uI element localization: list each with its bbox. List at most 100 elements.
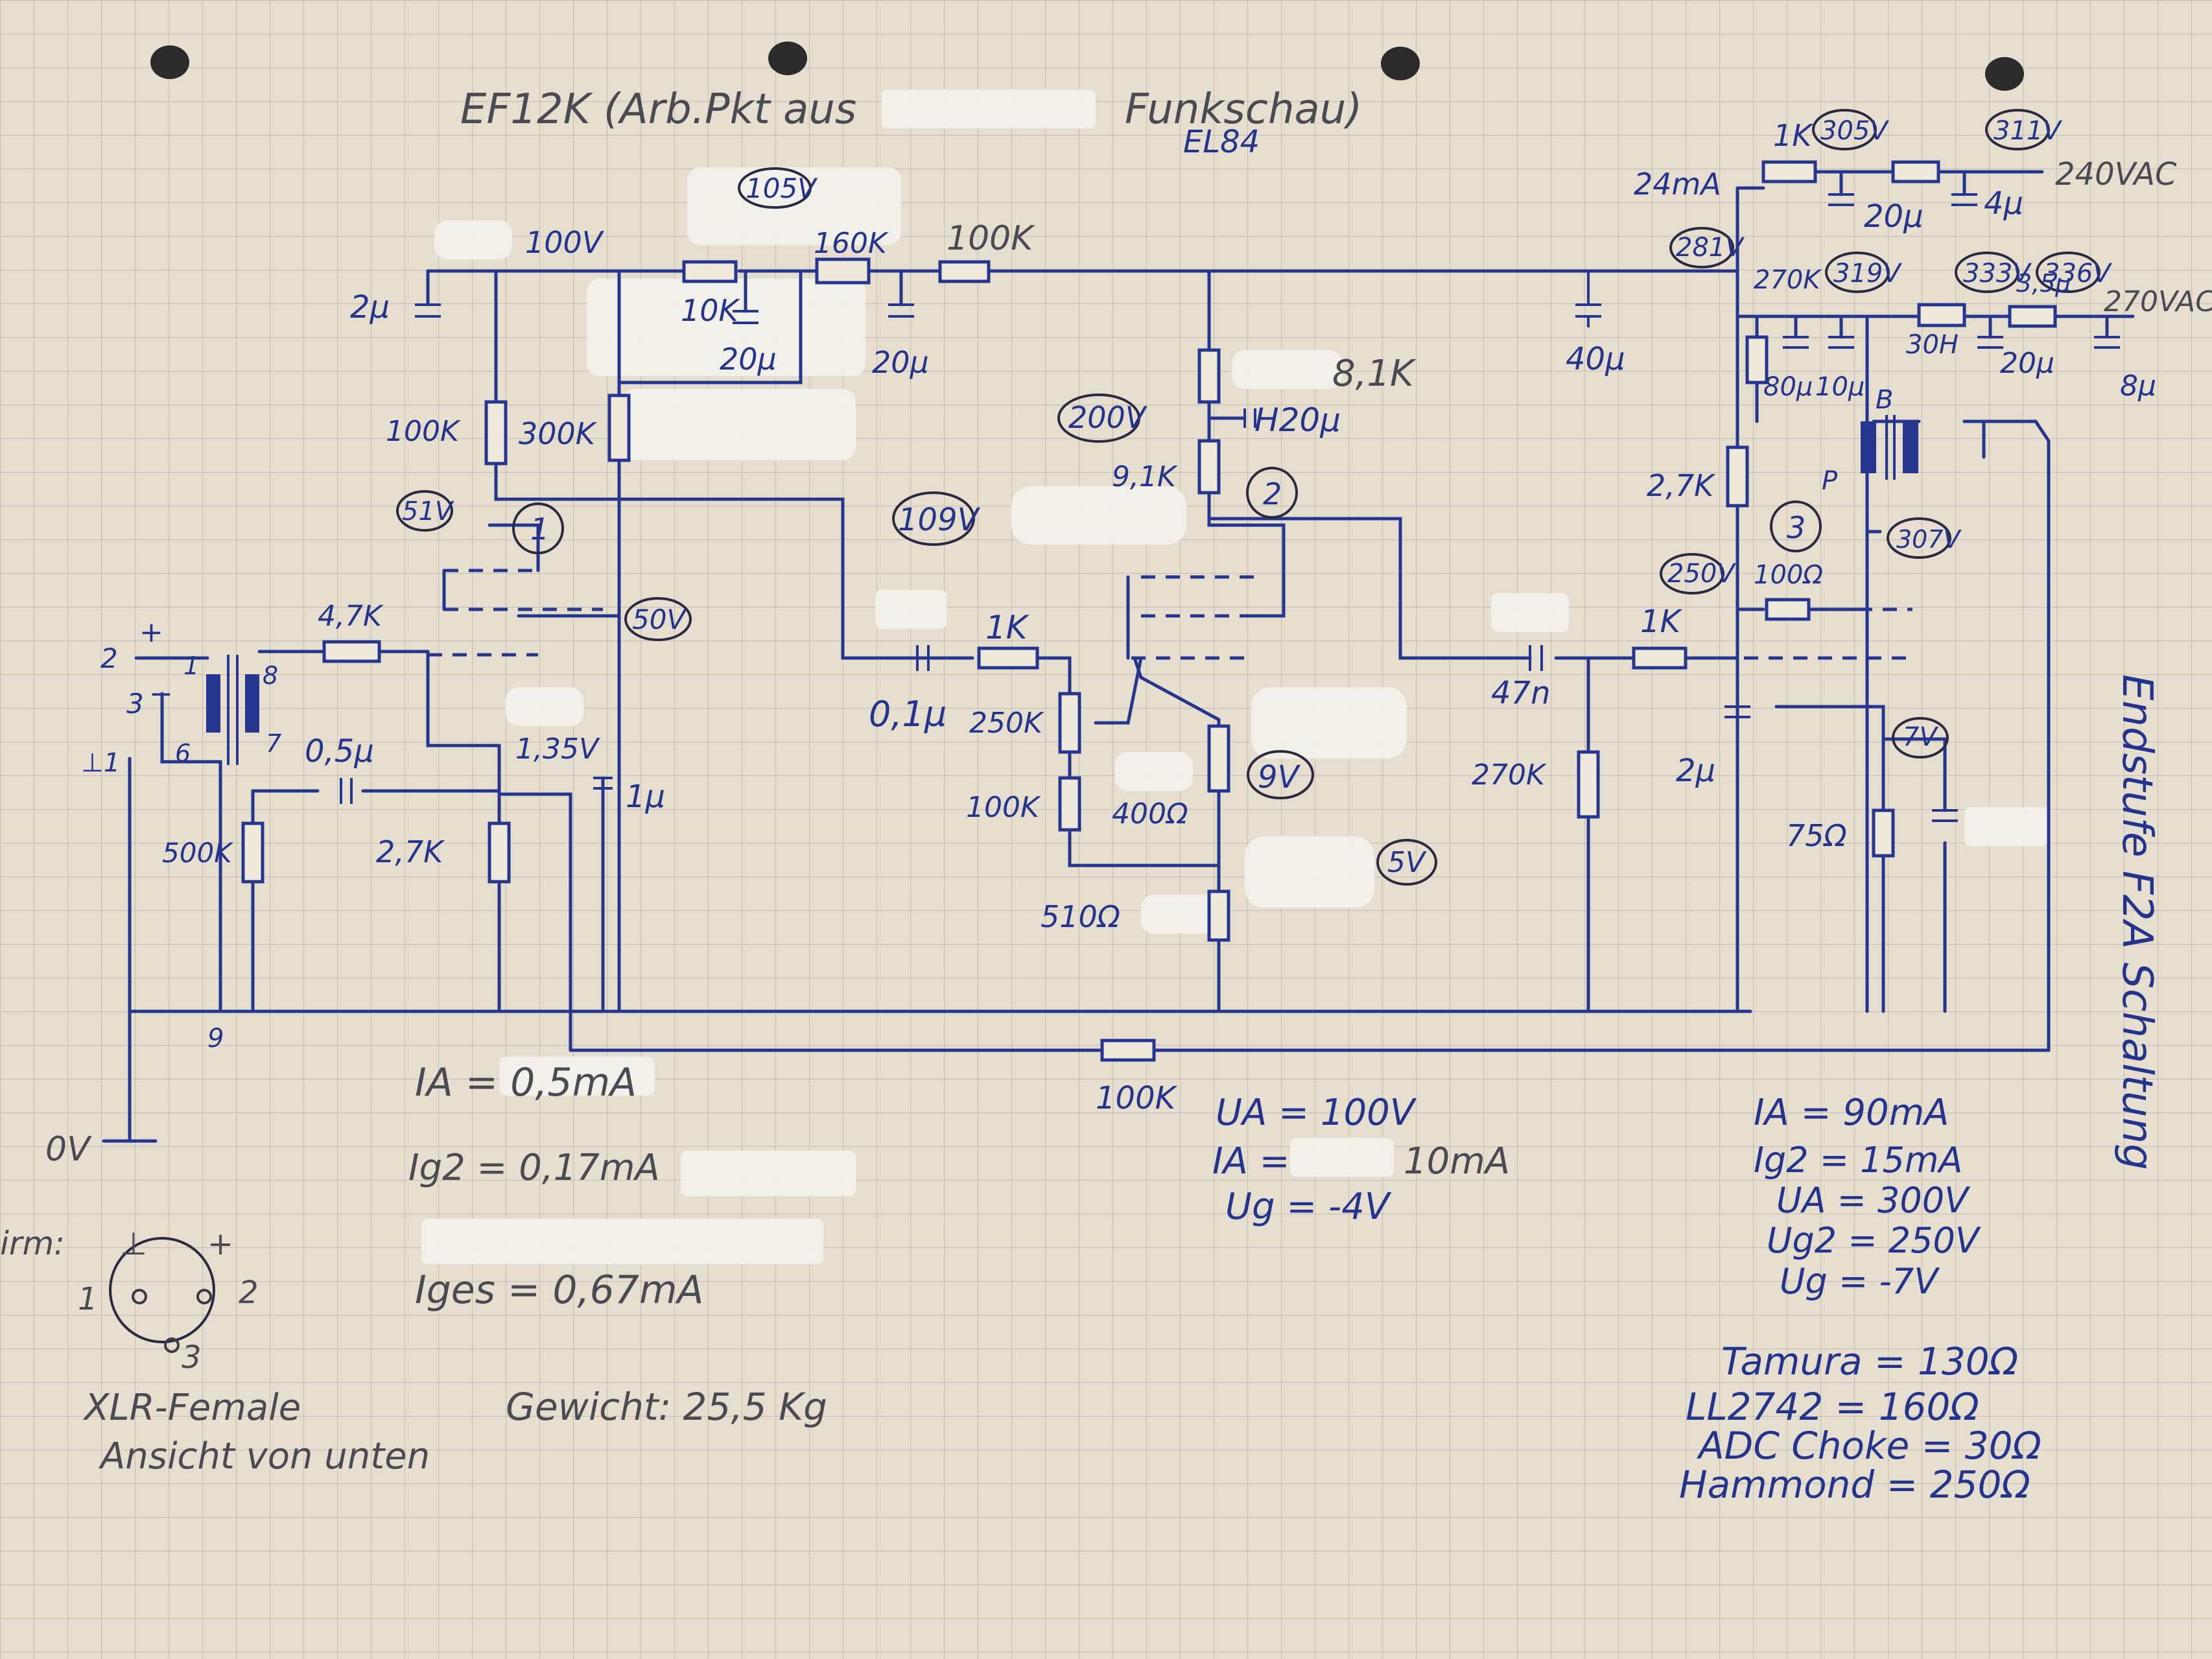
subtitle: EL84 bbox=[1183, 124, 1260, 160]
supply-v281: 281V bbox=[1676, 233, 1745, 263]
s2-r510: 510Ω bbox=[1041, 899, 1120, 934]
stage1-labels: 100V 105V 160K 100K 2µ 10K 20µ 20µ 100K … bbox=[45, 172, 1178, 1169]
s1-r10k: 10K bbox=[681, 293, 741, 328]
punch-holes bbox=[150, 41, 2024, 91]
s1-c1: 1µ bbox=[626, 779, 665, 815]
s3-note-ig2: Ig2 = 15mA bbox=[1754, 1140, 1962, 1181]
supply-r-in: 1K bbox=[1773, 118, 1814, 153]
s1-pin-gnd: ⊥1 bbox=[81, 748, 120, 778]
s2-note-ia-val: 10mA bbox=[1404, 1140, 1510, 1182]
s2-c20: H20µ bbox=[1254, 401, 1341, 439]
s1-tx-6: 6 bbox=[175, 739, 191, 768]
s1-r100k-top: 100K bbox=[947, 219, 1035, 258]
supply-c4: 4µ bbox=[1984, 185, 2023, 222]
xlr-pin3: 3 bbox=[182, 1339, 202, 1376]
s2-r1k: 1K bbox=[985, 609, 1030, 646]
s1-v135: 1,35V bbox=[515, 733, 600, 766]
s1-r500k: 500K bbox=[162, 837, 234, 869]
s2-c01: 0,1µ bbox=[869, 694, 947, 735]
supply-c40: 40µ bbox=[1566, 341, 1625, 377]
stage2-notes: UA = 100V IA = 10mA Ug = -4V bbox=[1212, 1092, 1510, 1228]
s3-v250: 250V bbox=[1667, 559, 1736, 589]
title: EF12K (Arb.Pkt aus bbox=[460, 86, 856, 134]
xlr-pin1: 1 bbox=[78, 1281, 98, 1317]
supply-labels: 24mA 1K 305V 311V 240VAC 20µ 4µ 281V 270… bbox=[1566, 116, 2212, 554]
supply-v336: 336V bbox=[2043, 259, 2112, 288]
s1-v100: 100V bbox=[525, 225, 605, 260]
s2-tube: 2 bbox=[1263, 477, 1282, 512]
s1-pin-minus: − bbox=[149, 677, 173, 711]
supply-v319: 319V bbox=[1833, 259, 1902, 288]
supply-r270k: 270K bbox=[1754, 265, 1822, 295]
supply-c10: 10µ bbox=[1815, 372, 1865, 402]
s2-note-ua: UA = 100V bbox=[1216, 1092, 1417, 1134]
s3-c2: 2µ bbox=[1676, 753, 1715, 789]
s1-pin-plus: + bbox=[139, 616, 163, 649]
s2-v109: 109V bbox=[898, 502, 981, 538]
supply-current: 24mA bbox=[1634, 167, 1721, 202]
s3-r75: 75Ω bbox=[1786, 818, 1847, 853]
supply-v307: 307V bbox=[1896, 525, 1962, 554]
supply-tap-b: B bbox=[1876, 385, 1893, 415]
title-tail: Funkschau) bbox=[1125, 86, 1362, 134]
supply-c80: 80µ bbox=[1763, 372, 1813, 402]
supply-c20b: 20µ bbox=[2000, 347, 2054, 380]
s1-c05: 0,5µ bbox=[305, 733, 374, 770]
components bbox=[102, 160, 2120, 1143]
s2-note-ug: Ug = -4V bbox=[1225, 1186, 1392, 1228]
xlr-gnd: ⊥ bbox=[120, 1226, 147, 1262]
s1-v105: 105V bbox=[746, 172, 818, 204]
correction-patches bbox=[421, 89, 2049, 1264]
voltage-circles bbox=[109, 109, 2100, 1343]
dcr-list: Tamura = 130Ω LL2742 = 160Ω ADC Choke = … bbox=[1679, 1339, 2041, 1507]
s1-tx-1: 1 bbox=[183, 652, 199, 680]
dcr-adc-choke: ADC Choke = 30Ω bbox=[1696, 1424, 2041, 1468]
s3-r1k: 1K bbox=[1640, 604, 1683, 640]
supply-v333: 333V bbox=[1963, 259, 2032, 288]
s1-r160k: 160K bbox=[814, 227, 889, 260]
stage1-notes: IA = 0,5mA Ig2 = 0,17mA Iges = 0,67mA bbox=[408, 1060, 703, 1313]
s1-pin-3: 3 bbox=[126, 688, 144, 720]
supply-c20: 20µ bbox=[1864, 198, 1924, 235]
xlr-pin2: 2 bbox=[239, 1275, 259, 1311]
xlr-caption2: Ansicht von unten bbox=[99, 1435, 430, 1477]
s3-c47n: 47n bbox=[1491, 675, 1551, 711]
supply-v311: 311V bbox=[1994, 116, 2062, 146]
s2-v5: 5V bbox=[1387, 846, 1427, 879]
side-title: Endstufe F2A Schaltung bbox=[2113, 674, 2161, 1170]
s1-tx-8: 8 bbox=[263, 661, 278, 690]
xlr-pinout: irm: ⊥ + 1 2 3 XLR-Female Ansicht von un… bbox=[0, 1225, 430, 1477]
s1-r47k: 4,7K bbox=[318, 600, 384, 633]
s2-v200: 200V bbox=[1068, 400, 1148, 435]
s2-pot250k: 250K bbox=[969, 707, 1044, 740]
s2-r400: 400Ω bbox=[1112, 797, 1188, 830]
s3-note-ia: IA = 90mA bbox=[1754, 1092, 1949, 1134]
s1-tube: 1 bbox=[530, 512, 549, 547]
weight-note: Gewicht: 25,5 Kg bbox=[506, 1385, 827, 1429]
s1-note-ig2: Ig2 = 0,17mA bbox=[408, 1147, 660, 1189]
supply-c8: 8µ bbox=[2120, 370, 2156, 403]
s2-r81k: 8,1K bbox=[1332, 353, 1417, 395]
s1-v50: 50V bbox=[632, 604, 687, 635]
header: EF12K (Arb.Pkt aus Funkschau) EL84 bbox=[460, 86, 1362, 160]
s2-v9: 9V bbox=[1258, 759, 1301, 795]
stage3-labels: 47n 1K 270K 250V 100Ω 2,7K 3 2µ 75Ω 7V bbox=[1472, 468, 1938, 853]
s3-v7: 7V bbox=[1903, 722, 1938, 752]
s2-r100k: 100K bbox=[966, 791, 1041, 824]
supply-ac240: 240VAC bbox=[2055, 156, 2177, 193]
s1-tx-7: 7 bbox=[266, 729, 281, 758]
s1-note-iges: Iges = 0,67mA bbox=[415, 1267, 703, 1313]
s3-note-ug2: Ug2 = 250V bbox=[1767, 1220, 1982, 1261]
s1-c2: 2µ bbox=[350, 289, 390, 325]
xlr-plus: + bbox=[207, 1226, 233, 1262]
s1-r-fb: 100K bbox=[1096, 1080, 1178, 1116]
dcr-tamura: Tamura = 130Ω bbox=[1721, 1339, 2018, 1383]
s1-tx-9: 9 bbox=[207, 1024, 224, 1053]
dcr-hammond: Hammond = 250Ω bbox=[1679, 1463, 2030, 1507]
s3-r270k: 270K bbox=[1472, 759, 1547, 792]
s1-c20a: 20µ bbox=[720, 342, 777, 377]
supply-tap-p: P bbox=[1822, 466, 1838, 496]
s1-v51: 51V bbox=[402, 497, 454, 526]
supply-v305: 305V bbox=[1820, 116, 1889, 146]
